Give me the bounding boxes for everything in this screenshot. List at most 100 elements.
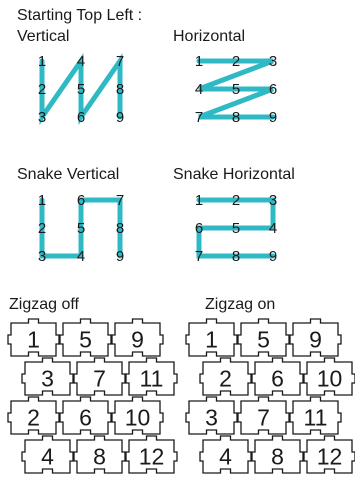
- zigzag-on-tile-number: 4: [219, 444, 232, 470]
- vertical-cell-6: 6: [77, 109, 85, 126]
- zigzag-on-tile-3: 3: [185, 396, 238, 435]
- tile-outline: [237, 396, 290, 435]
- tile-outline: [7, 318, 60, 357]
- zigzag-on-tile-number: 2: [219, 366, 232, 392]
- zigzag-off-tile-12: 12: [125, 435, 178, 474]
- snake-vertical-cell-2: 2: [38, 220, 46, 237]
- tile-outline: [111, 318, 164, 357]
- tile-outline: [289, 318, 342, 357]
- zigzag-off-tile-4: 4: [21, 435, 74, 474]
- horizontal-label: Horizontal: [173, 28, 245, 45]
- vertical-cell-7: 7: [116, 53, 124, 70]
- zigzag-on-tile-8: 8: [251, 435, 304, 474]
- tile-outline: [251, 357, 304, 396]
- tile-outline: [303, 357, 355, 396]
- zigzag-on-tile-number: 7: [257, 405, 270, 431]
- zigzag-off-tile-number: 7: [93, 366, 106, 392]
- tile-outline: [251, 435, 304, 474]
- horizontal-cell-2: 2: [232, 53, 240, 70]
- tile-outline: [303, 435, 355, 474]
- zigzag-on-tile-number: 10: [317, 366, 343, 392]
- zigzag-on-tile-number: 3: [205, 405, 218, 431]
- zigzag-off-tile-number: 8: [93, 444, 106, 470]
- snake-vertical-cell-6: 6: [77, 192, 85, 209]
- tile-outline: [237, 318, 290, 357]
- vertical-cell-5: 5: [77, 81, 85, 98]
- zigzag-off-tile-number: 6: [79, 405, 92, 431]
- snake-horizontal-label: Snake Horizontal: [173, 166, 295, 183]
- snake-horizontal-cell-7: 7: [195, 248, 203, 265]
- horizontal-cell-9: 9: [269, 109, 277, 126]
- horizontal-cell-4: 4: [195, 81, 203, 98]
- snake-vertical-cell-3: 3: [38, 248, 46, 265]
- title: Starting Top Left :: [17, 7, 142, 24]
- zigzag-off-tile-number: 10: [125, 405, 151, 431]
- vertical-label: Vertical: [17, 28, 69, 45]
- horizontal-scan-path: [196, 58, 276, 120]
- snake-vertical-cell-7: 7: [116, 192, 124, 209]
- tile-outline: [125, 357, 178, 396]
- tile-outline: [21, 435, 74, 474]
- zigzag-on-tile-6: 6: [251, 357, 304, 396]
- snake-horizontal-cell-3: 3: [269, 192, 277, 209]
- horizontal-cell-6: 6: [269, 81, 277, 98]
- zigzag-off-tile-2: 2: [7, 396, 60, 435]
- tile-outline: [73, 435, 126, 474]
- zigzag-off-tile-number: 2: [27, 405, 40, 431]
- zigzag-on-tile-number: 11: [304, 405, 328, 431]
- snake-vertical-cell-9: 9: [116, 248, 124, 265]
- snake-vertical-label: Snake Vertical: [17, 166, 119, 183]
- zigzag-off-tile-number: 11: [140, 366, 164, 392]
- tile-outline: [7, 396, 60, 435]
- zigzag-off-tile-11: 11: [125, 357, 178, 396]
- snake-horizontal-scan-path: [196, 197, 276, 259]
- horizontal-cell-8: 8: [232, 109, 240, 126]
- horizontal-cell-1: 1: [195, 53, 203, 70]
- vertical-scan-path: [39, 53, 123, 125]
- snake-vertical-cell-1: 1: [38, 192, 46, 209]
- zigzag-on-tile-number: 12: [317, 444, 343, 470]
- zigzag-on-tile-7: 7: [237, 396, 290, 435]
- zigzag-on-tile-10: 10: [303, 357, 355, 396]
- zigzag-on-tile-5: 5: [237, 318, 290, 357]
- zigzag-on-tile-11: 11: [289, 396, 342, 435]
- zigzag-on-tile-number: 9: [309, 327, 322, 353]
- zigzag-on-tile-number: 6: [271, 366, 284, 392]
- vertical-cell-3: 3: [38, 109, 46, 126]
- zigzag-off-tile-number: 4: [41, 444, 54, 470]
- zigzag-off-tile-5: 5: [59, 318, 112, 357]
- zigzag-on-label: Zigzag on: [205, 296, 275, 313]
- vertical-cell-2: 2: [38, 81, 46, 98]
- zigzag-off-label: Zigzag off: [9, 296, 80, 313]
- zigzag-on-tile-12: 12: [303, 435, 355, 474]
- tile-outline: [21, 357, 74, 396]
- snake-horizontal-cell-6: 6: [195, 220, 203, 237]
- zigzag-off-tile-number: 3: [41, 366, 54, 392]
- zigzag-off-tile-1: 1: [7, 318, 60, 357]
- tile-outline: [111, 396, 164, 435]
- zigzag-off-tile-7: 7: [73, 357, 126, 396]
- horizontal-cell-3: 3: [269, 53, 277, 70]
- zigzag-off-tile-number: 9: [131, 327, 144, 353]
- tile-outline: [59, 318, 112, 357]
- zigzag-on-tile-2: 2: [199, 357, 252, 396]
- snake-horizontal-cell-9: 9: [269, 248, 277, 265]
- snake-vertical-cell-5: 5: [77, 220, 85, 237]
- zigzag-on-tile-number: 5: [257, 327, 270, 353]
- horizontal-cell-5: 5: [232, 81, 240, 98]
- tile-outline: [125, 435, 178, 474]
- snake-horizontal-cell-1: 1: [195, 192, 203, 209]
- tile-outline: [73, 357, 126, 396]
- tile-outline: [199, 435, 252, 474]
- zigzag-off-tile-number: 5: [79, 327, 92, 353]
- vertical-cell-4: 4: [77, 53, 85, 70]
- tile-outline: [199, 357, 252, 396]
- tile-outline: [185, 318, 238, 357]
- zigzag-off-tile-8: 8: [73, 435, 126, 474]
- zigzag-on-tile-4: 4: [199, 435, 252, 474]
